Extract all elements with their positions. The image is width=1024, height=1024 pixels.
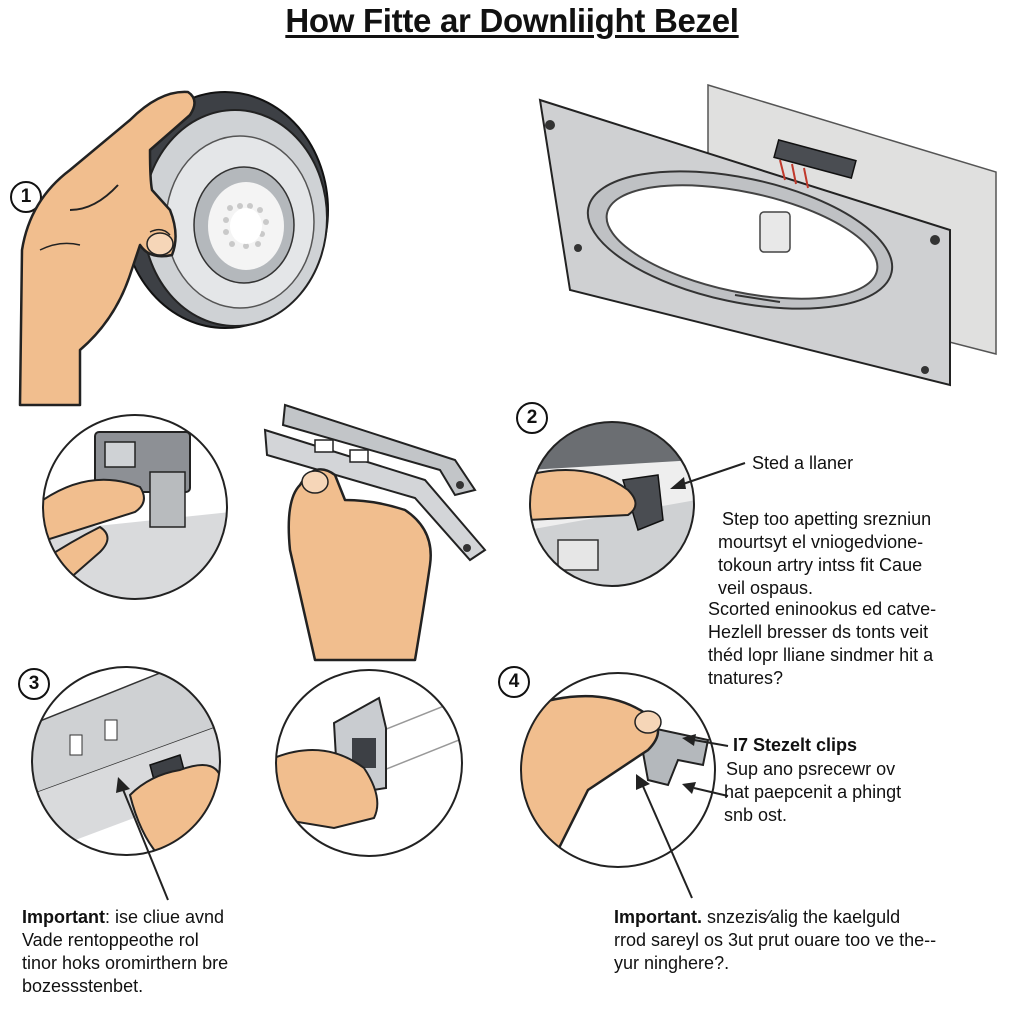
step2-para2-line-4: tnatures? [708,668,784,688]
bracket-hand-illustration [263,403,487,662]
step2-para2-line-2: Hezlell bresser ds tonts veit [708,622,929,642]
note-left-line-2: Vade rentoppeothe rol [22,930,199,950]
clip-closeup-circle-step3b [275,669,463,857]
note-left-label: Important [22,907,105,927]
step2-line-2: mourtsyt el vniogedvione- [718,532,924,552]
note-right-line-2: rrod sareyl os 3ut prut ouare too ve the… [614,930,937,950]
step2-line-1: Step too apetting srezniun [722,509,932,529]
clip-closeup-circle-left [42,414,228,600]
step3-arrow [116,777,169,901]
note-left-line-1: Important: ise cliue avnd [22,906,224,929]
note-right-line-1: Important. snzezis⁄alig the kaelguld [614,906,900,929]
step4-arrow-top [682,734,729,747]
downlight-hand-illustration [18,90,329,407]
step-number-4: 4 [498,666,530,698]
ceiling-plate-illustration [538,83,997,387]
step2-arrow [670,462,746,489]
step4-line-3: snb ost. [724,805,788,825]
note-left-line-4: bozessstenbet. [22,976,144,996]
step2-line-4: veil ospaus. [718,578,814,598]
note-left-text-1: : ise cliue avnd [105,907,225,927]
step4-arrow-bottom [636,774,693,899]
step-number-2: 2 [516,402,548,434]
step-number-3: 3 [18,668,50,700]
step4-line-1: Sup ano psrecewr ov [726,759,896,779]
note-right-text-1: snzezis⁄alig the kaelguld [702,907,901,927]
step2-line-3: tokoun artry intss fit Caue [718,555,923,575]
note-right-line-3: yur ninghere?. [614,953,730,973]
step4-line-2: hat paepcenit a phingt [724,782,902,802]
note-right-label: Important. [614,907,702,927]
step2-heading: Sted a llaner [752,453,854,473]
clip-closeup-circle-step3 [31,666,221,856]
step4-arrow-mid [682,782,729,797]
page-title: How Fitte ar Downliight Bezel [285,2,739,39]
step-number-1: 1 [10,181,42,213]
clip-closeup-circle-step2 [529,421,695,587]
step2-para2-line-1: Scorted eninookus ed catve- [708,599,937,619]
step2-para2-line-3: théd lopr lliane sindmer hit a [708,645,934,665]
clip-closeup-circle-step4 [520,672,716,868]
step4-heading: I7 Stezelt clips [733,735,858,755]
note-left-line-3: tinor hoks oromirthern bre [22,953,229,973]
